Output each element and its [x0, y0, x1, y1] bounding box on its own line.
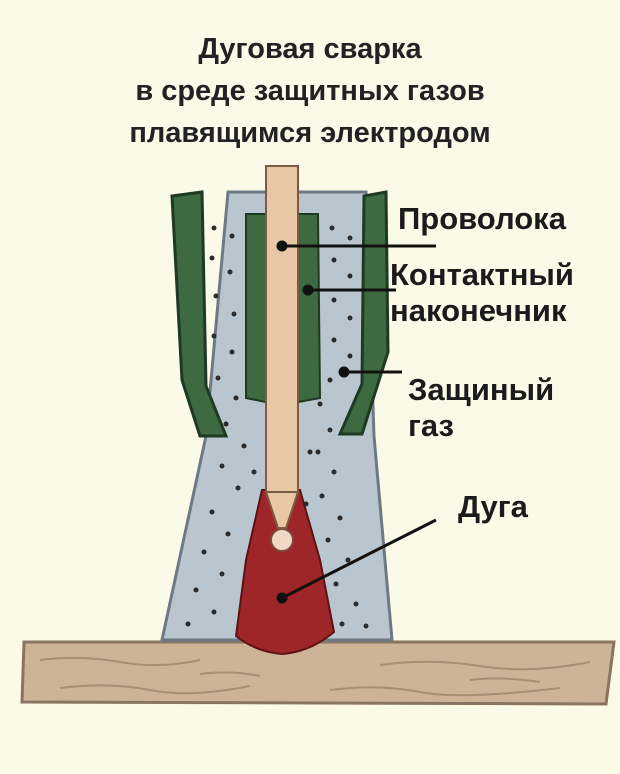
leader-wire-dot: [276, 240, 288, 252]
workpiece: [20, 640, 616, 706]
label-contact-tip-line-2: наконечник: [390, 293, 567, 328]
leader-arc: [281, 518, 437, 600]
label-arc: Дуга: [458, 489, 528, 524]
gas-nozzle-left-wall: [170, 190, 229, 438]
title-line-3: плавящимся электродом: [129, 117, 491, 149]
label-contact-tip-line-1: Контактный: [390, 257, 574, 292]
welding-arc: [234, 489, 336, 656]
label-shield-gas-line-1: Защиный: [408, 372, 555, 407]
contact-tip-left: [245, 213, 267, 404]
wire-tip: [264, 491, 300, 529]
title-line-1: Дуговая сварка: [198, 33, 422, 65]
gas-particles: [185, 225, 369, 629]
title-line-2: в среде защитных газов: [135, 75, 485, 107]
contact-tip-right: [297, 213, 322, 404]
workpiece-texture: [39, 656, 591, 697]
electrode-wire: [265, 165, 299, 493]
leader-lines: [276, 240, 437, 604]
molten-droplet: [270, 528, 294, 552]
leader-shield-gas-dot: [338, 366, 350, 378]
label-wire: Проволока: [398, 201, 566, 236]
leader-contact-tip-dot: [302, 284, 314, 296]
diagram-title: Дуговая сварка в среде защитных газов пл…: [0, 28, 620, 154]
leader-arc-dot: [276, 592, 288, 604]
label-shield-gas-line-2: газ: [408, 408, 454, 443]
